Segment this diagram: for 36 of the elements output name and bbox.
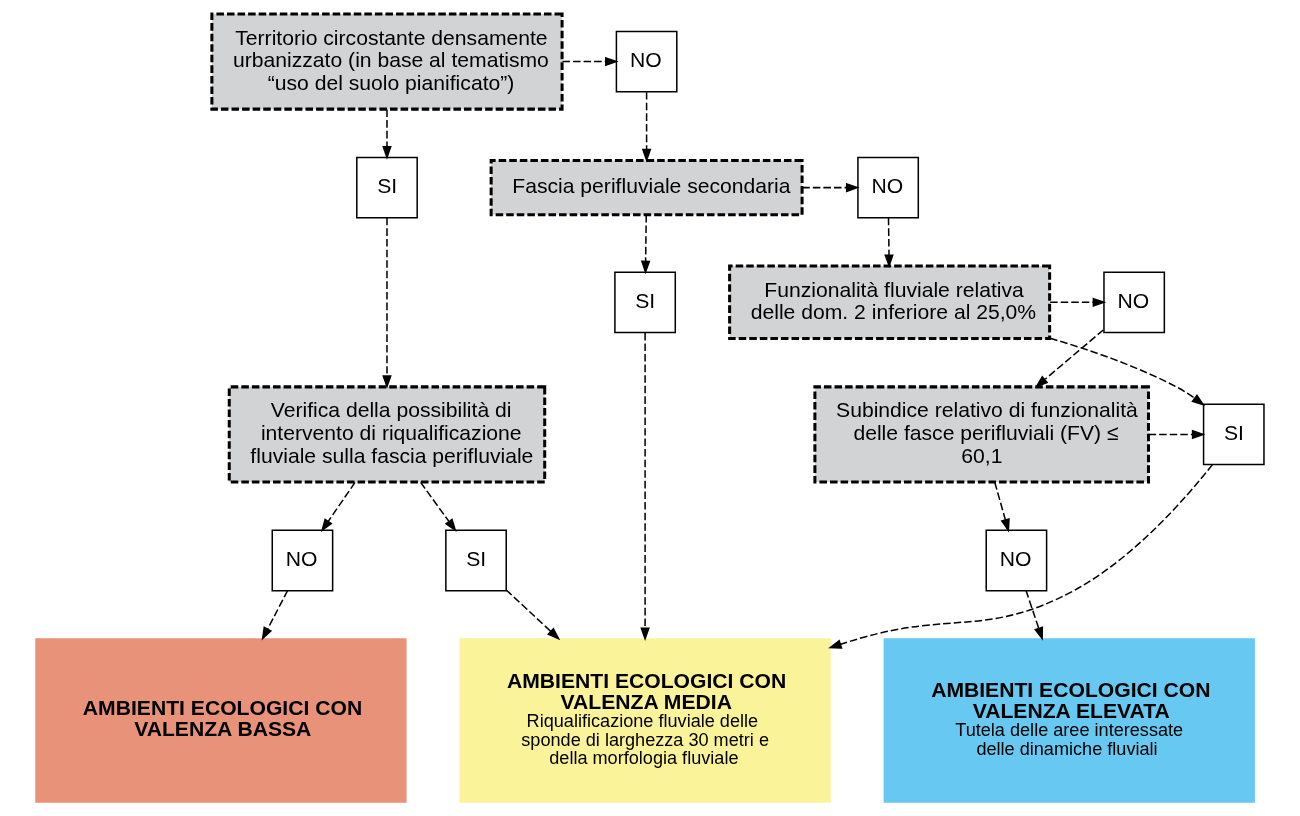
- node-box: SI: [356, 156, 418, 219]
- node-box: Funzionalità fluviale relativa delle dom. 2 inferiore al 25,0%: [728, 264, 1052, 341]
- arrow: [1049, 297, 1107, 308]
- arrow: [1049, 337, 1205, 407]
- arrow: [382, 217, 392, 389]
- arrow: [382, 108, 392, 160]
- node-box: SI: [614, 271, 677, 334]
- node-box: SI: [445, 529, 507, 592]
- node-box: NO: [1103, 271, 1166, 334]
- node-box: NO: [985, 529, 1048, 592]
- arrow: [640, 332, 650, 642]
- node-box: NO: [857, 156, 920, 219]
- arrow: [1147, 429, 1206, 440]
- arrow: [884, 217, 894, 269]
- node-box: NO: [615, 30, 678, 93]
- node-box: Verifica della possibilità di intervento di riqualificazione fluviale sulla fascia perifluviale: [227, 385, 547, 484]
- node-box: NO: [271, 529, 334, 592]
- arrow: [801, 182, 860, 193]
- node-box: SI: [1202, 403, 1265, 466]
- node-box: AMBIENTI ECOLOGICI CON VALENZA BASSA: [35, 638, 407, 803]
- arrow: [1025, 590, 1044, 641]
- node-box: Territorio circostante densamente urbanizzato (in base al tematismo “uso del suolo pianificato”): [210, 12, 564, 111]
- arrow: [561, 56, 619, 67]
- arrow: [1034, 329, 1105, 388]
- arrow: [640, 214, 651, 275]
- arrow: [828, 464, 1214, 649]
- node-box: Fascia perifluviale secondaria: [489, 158, 804, 217]
- arrow: [419, 481, 457, 533]
- arrow: [641, 91, 652, 163]
- arrow: [320, 481, 356, 533]
- arrow: [994, 481, 1010, 533]
- arrow: [261, 590, 289, 641]
- node-box: Subindice relativo di funzionalità delle fasce perifluviali (FV) ≤ 60,1: [813, 385, 1150, 484]
- node-box: AMBIENTI ECOLOGICI CON VALENZA ELEVATA Tutela delle aree interessate delle dinamiche fluviali: [883, 638, 1255, 803]
- node-box: AMBIENTI ECOLOGICI CON VALENZA MEDIA Riqualificazione fluviale delle sponde di larghezza 30 metri e della morfologia fluviale: [459, 638, 831, 803]
- arrow: [505, 589, 561, 641]
